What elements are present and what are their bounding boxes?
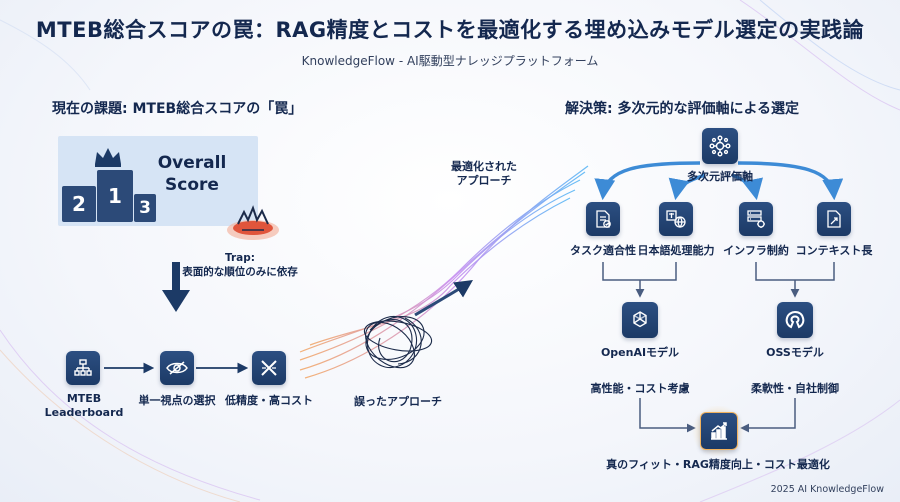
document-expand-icon: [817, 202, 851, 236]
podium-rank-2: 2: [62, 186, 96, 222]
japanese-capability-label: 日本語処理能力: [637, 244, 715, 257]
tangled-knot: [363, 315, 433, 369]
openai-icon: [622, 302, 658, 338]
crown-icon: [93, 146, 123, 172]
page-title: MTEB総合スコアの罠：RAG精度とコストを最適化する埋め込みモデル選定の実践論: [35, 18, 865, 42]
podium-rank-3: 3: [134, 194, 156, 222]
transition-swirl: [299, 165, 589, 379]
context-length-label: コンテキスト長: [795, 244, 873, 257]
openai-model-desc: 高性能・コスト考慮: [590, 382, 690, 395]
right-section-title: 解決策: 多次元的な評価軸による選定: [565, 101, 800, 117]
translate-globe-icon: [659, 202, 693, 236]
podium-rank-1: 1: [97, 170, 133, 222]
optimized-arrow: [414, 280, 473, 317]
axis-to-model-lines: [602, 262, 835, 298]
optimized-approach-label: 最適化された アプローチ: [451, 160, 517, 187]
trap-icon: [224, 202, 282, 246]
leaderboard-label: MTEB Leaderboard: [44, 392, 124, 419]
copyright: 2025 AI KnowledgeFlow: [770, 484, 884, 495]
model-to-result-lines: [639, 398, 796, 433]
oss-icon: [777, 302, 813, 338]
leaderboard-icon: [66, 351, 100, 385]
single-view-label: 単一視点の選択: [138, 394, 216, 407]
openai-model-label: OpenAIモデル: [600, 346, 680, 359]
result-label: 真のフィット・RAG精度向上・コスト最適化: [606, 458, 830, 471]
network-hub-icon: [702, 128, 738, 164]
trap-label: Trap: 表面的な順位のみに依存: [182, 252, 298, 278]
left-section-title: 現在の課題: MTEB総合スコアの「罠」: [52, 101, 303, 117]
down-arrow: [162, 262, 190, 312]
overall-score-label: Overall Score: [157, 153, 227, 195]
task-fit-label: タスク適合性: [570, 244, 636, 257]
multi-axis-label: 多次元評価軸: [687, 170, 753, 183]
oss-model-desc: 柔軟性・自社制御: [751, 382, 839, 395]
cross-icon: [252, 351, 286, 385]
eye-icon: [160, 351, 194, 385]
wrong-approach-label: 誤ったアプローチ: [354, 395, 442, 408]
oss-model-label: OSSモデル: [766, 346, 824, 359]
document-check-icon: [586, 202, 620, 236]
infra-constraint-label: インフラ制約: [723, 244, 789, 257]
page-subtitle: KnowledgeFlow - AI駆動型ナレッジプラットフォーム: [301, 54, 599, 68]
low-accuracy-label: 低精度・高コスト: [225, 394, 313, 407]
chart-up-icon: [700, 412, 738, 450]
server-gear-icon: [739, 202, 773, 236]
root-arrows: [594, 161, 844, 201]
